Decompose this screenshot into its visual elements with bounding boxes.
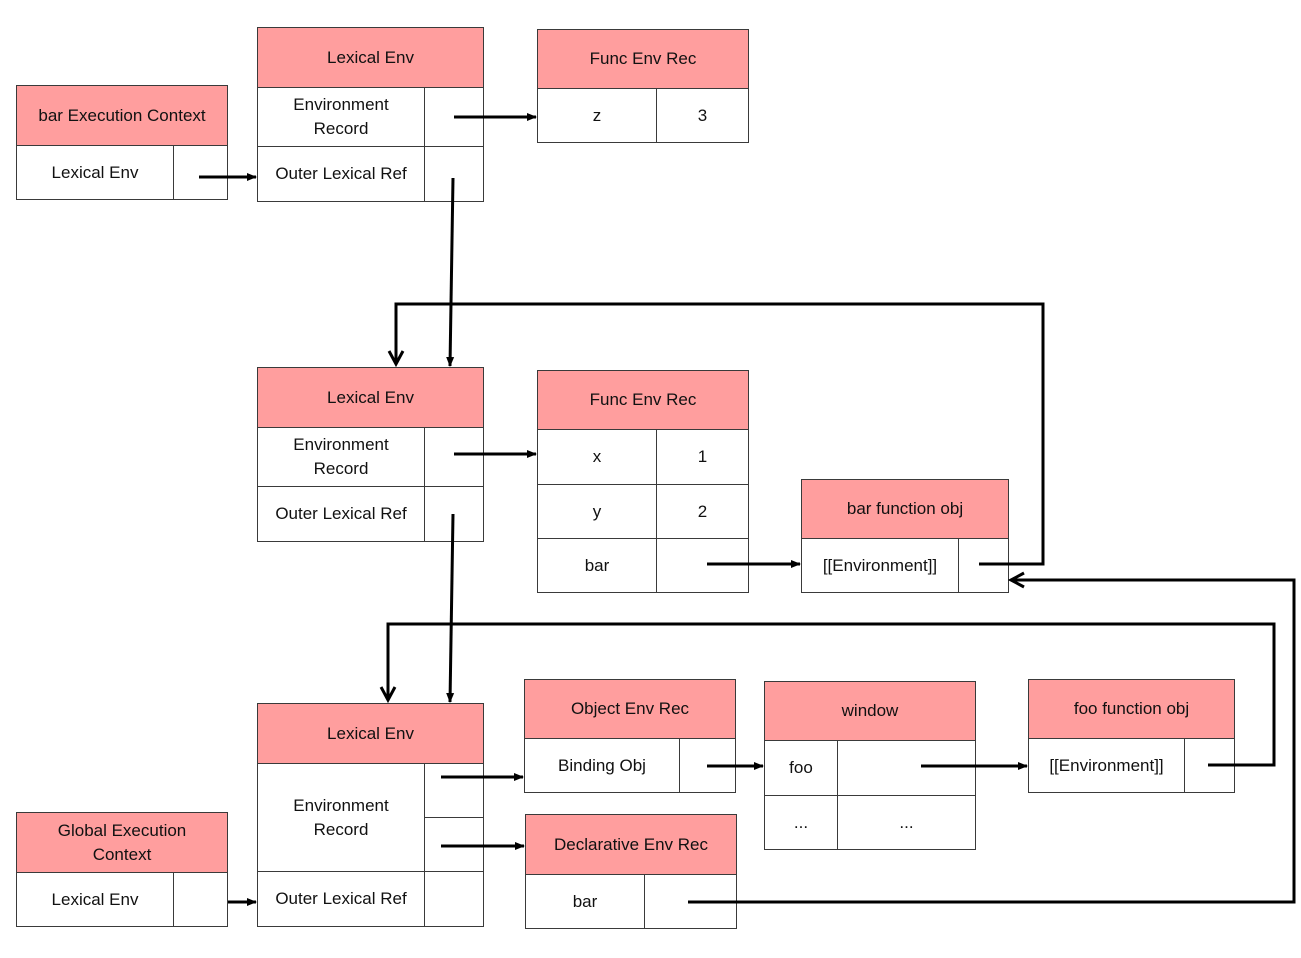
lexical-env-1-env-record-pointer: [425, 88, 483, 147]
arrow-foo-environment-to-lex3: [388, 622, 1276, 767]
lexical-env-1: Lexical Env Environment Record Outer Lex…: [257, 27, 484, 202]
bar-function-obj-environment-label: [[Environment]]: [802, 539, 959, 592]
object-env-rec-binding-obj-label: Binding Obj: [525, 739, 680, 792]
func-env-rec-2-name-y: y: [538, 485, 657, 539]
lexical-env-3-outer-label: Outer Lexical Ref: [258, 872, 425, 926]
bar-function-obj-title: bar function obj: [802, 480, 1008, 539]
window-ellipsis-value: ...: [899, 812, 914, 832]
global-execution-context-title: Global Execution Context: [17, 813, 227, 873]
window-foo-value: [838, 741, 975, 796]
object-env-rec: Object Env Rec Binding Obj: [524, 679, 736, 793]
func-env-rec-2-title: Func Env Rec: [538, 371, 748, 430]
arrow-lex1-outer-to-lex2: [446, 177, 455, 367]
lexical-env-2-title: Lexical Env: [258, 368, 483, 428]
bar-ec-lexical-env-label: Lexical Env: [17, 146, 174, 199]
lexical-env-3: Lexical Env Environment Record Outer Lex…: [257, 703, 484, 927]
func-env-rec-1-name-z: z: [538, 89, 657, 142]
global-ec-lexical-env-label: Lexical Env: [17, 873, 174, 926]
bar-function-obj: bar function obj [[Environment]]: [801, 479, 1009, 593]
foo-function-obj-environment-label: [[Environment]]: [1029, 739, 1185, 792]
declarative-env-rec: Declarative Env Rec bar: [525, 814, 737, 929]
func-env-rec-1: Func Env Rec z 3: [537, 29, 749, 143]
window-foo-name: foo: [765, 741, 838, 796]
window-ellipsis-name: ...: [765, 796, 838, 849]
lexical-env-1-outer-label: Outer Lexical Ref: [258, 147, 425, 201]
lexical-env-1-title: Lexical Env: [258, 28, 483, 88]
lexical-env-3-title: Lexical Env: [258, 704, 483, 764]
foo-function-obj: foo function obj [[Environment]]: [1028, 679, 1235, 793]
func-env-rec-2-name-x: x: [538, 430, 657, 485]
bar-execution-context-title: bar Execution Context: [17, 86, 227, 146]
global-ec-lexical-env-pointer: [174, 873, 227, 926]
lexical-env-3-object-rec-pointer: [425, 764, 483, 818]
func-env-rec-2-name-bar: bar: [538, 539, 657, 592]
func-env-rec-2: Func Env Rec x 1 y 2 bar: [537, 370, 749, 593]
arrow-bar-environment-to-lex2: [396, 302, 1045, 566]
lexical-env-2-env-record-label: Environment Record: [258, 428, 425, 487]
declarative-env-rec-title: Declarative Env Rec: [526, 815, 736, 875]
lexical-env-2-env-record-pointer: [425, 428, 483, 487]
func-env-rec-2-value-y: 2: [657, 485, 748, 539]
declarative-env-rec-bar-label: bar: [526, 875, 645, 928]
arrow-lex2-outer-to-lex3: [446, 513, 455, 703]
func-env-rec-1-value-z: 3: [697, 105, 708, 125]
bar-execution-context: bar Execution Context Lexical Env: [16, 85, 228, 200]
lexical-env-2-outer-label: Outer Lexical Ref: [258, 487, 425, 541]
lexical-env-3-env-record-label: Environment Record: [258, 764, 425, 872]
foo-function-obj-title: foo function obj: [1029, 680, 1234, 739]
lexical-env-2: Lexical Env Environment Record Outer Lex…: [257, 367, 484, 542]
lexical-env-1-env-record-label: Environment Record: [258, 88, 425, 147]
func-env-rec-2-value-x: 1: [657, 430, 748, 485]
window-title: window: [765, 682, 975, 741]
func-env-rec-1-title: Func Env Rec: [538, 30, 748, 89]
global-execution-context: Global Execution Context Lexical Env: [16, 812, 228, 927]
object-env-rec-title: Object Env Rec: [525, 680, 735, 739]
arrow-declarative-bar-to-bar-function-obj: [688, 580, 1296, 904]
lexical-env-3-declarative-rec-pointer: [425, 818, 483, 872]
